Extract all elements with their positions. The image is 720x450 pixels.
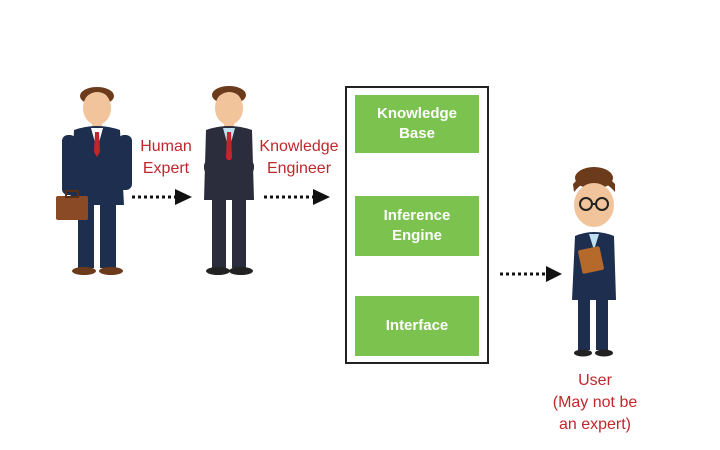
- human-expert-label: Human Expert: [133, 136, 199, 180]
- user-label-line3: an expert): [558, 416, 632, 433]
- user-label-line1: User: [578, 372, 612, 389]
- user-figure-icon: [572, 167, 616, 357]
- human-expert-label-line2: Expert: [142, 160, 190, 177]
- knowledge-base-label-line2: Base: [399, 125, 435, 142]
- human-expert-figure-icon: [56, 87, 132, 275]
- knowledge-engineer-figure-icon: [204, 86, 254, 275]
- knowledge-engineer-label: Knowledge Engineer: [254, 136, 344, 180]
- arrow-expert-to-engineer: [132, 189, 192, 205]
- expert-system-box: Knowledge Base Inference Engine Interfac…: [345, 86, 489, 364]
- knowledge-engineer-label-line1: Knowledge: [259, 138, 339, 155]
- interface-label: Interface: [385, 317, 449, 334]
- inference-engine-label-line1: Inference: [383, 207, 451, 224]
- human-expert-label-line1: Human: [140, 138, 192, 155]
- inference-engine-label-line2: Engine: [391, 227, 442, 244]
- knowledge-base-block: Knowledge Base: [355, 95, 479, 153]
- inference-engine-block: Inference Engine: [355, 196, 479, 256]
- knowledge-base-label-line1: Knowledge: [376, 105, 457, 122]
- interface-block: Interface: [355, 296, 479, 356]
- arrow-engineer-to-system: [264, 189, 330, 205]
- user-label-line2: (May not be: [552, 394, 638, 411]
- user-label: User (May not be an expert): [540, 370, 650, 436]
- arrow-system-to-user: [500, 266, 562, 282]
- knowledge-engineer-label-line2: Engineer: [266, 160, 332, 177]
